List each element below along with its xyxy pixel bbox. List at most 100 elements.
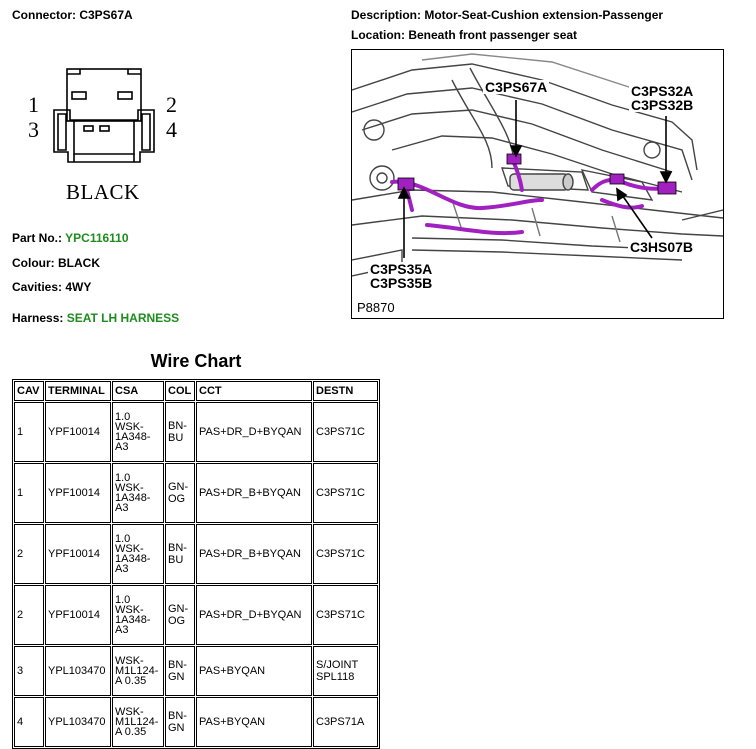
pin-number-3: 3	[28, 117, 39, 142]
cell-destn-line: SPL118	[316, 671, 355, 683]
cell-col-line: OG	[168, 615, 186, 627]
cell-cct: PAS+DR_B+BYQAN	[196, 524, 312, 584]
pin-number-4: 4	[166, 117, 177, 142]
colour-value: BLACK	[58, 256, 100, 270]
cell-cav: 1	[14, 463, 44, 523]
cell-destn: C3PS71A	[313, 697, 378, 747]
cell-cct: PAS+BYQAN	[196, 646, 312, 696]
cell-col: BN-GN	[165, 697, 195, 747]
cell-cct: PAS+DR_B+BYQAN	[196, 463, 312, 523]
connector-outline-icon	[53, 68, 155, 163]
cell-cct: PAS+BYQAN	[196, 697, 312, 747]
cell-destn-line: S/JOINT	[316, 659, 359, 671]
connector-description: Description: Motor-Seat-Cushion extensio…	[351, 8, 664, 22]
cell-destn-line: C3PS71C	[316, 426, 365, 438]
cell-cct: PAS+DR_D+BYQAN	[196, 585, 312, 645]
callout-c3ps32b: C3PS32B	[629, 97, 696, 113]
cavities-value: 4WY	[65, 280, 92, 294]
cell-terminal: YPL103470	[45, 697, 111, 747]
cell-csa-line: 1.0	[115, 472, 131, 484]
column-header-destn: DESTN	[313, 381, 378, 401]
cell-col: BN-BU	[165, 524, 195, 584]
cell-csa-line: A3	[115, 563, 129, 575]
cell-col-line: OG	[168, 493, 186, 505]
colour-row: Colour: BLACK	[12, 256, 100, 270]
column-header-csa: CSA	[112, 381, 164, 401]
cell-csa-line: 1A348-	[115, 492, 151, 504]
cell-cav: 2	[14, 585, 44, 645]
part-number-value[interactable]: YPC116110	[65, 231, 129, 245]
connector-location: Location: Beneath front passenger seat	[351, 28, 578, 42]
cell-cct: PAS+DR_D+BYQAN	[196, 402, 312, 462]
cell-csa-line: 1A348-	[115, 614, 151, 626]
cell-csa-line: WSK-	[115, 706, 144, 718]
cell-col: BN-BU	[165, 402, 195, 462]
cell-cav: 2	[14, 524, 44, 584]
part-number-label: Part No.:	[12, 231, 63, 245]
cell-csa-line: WSK-	[115, 543, 144, 555]
cell-terminal: YPF10014	[45, 402, 111, 462]
cell-terminal: YPF10014	[45, 463, 111, 523]
callout-c3ps35b: C3PS35B	[368, 275, 435, 291]
cell-col: GN-OG	[165, 585, 195, 645]
cell-csa-line: A3	[115, 441, 129, 453]
location-illustration: C3PS67A C3PS32A C3PS32B C3HS07B C3PS35A …	[351, 49, 724, 319]
callout-c3ps32a: C3PS32A	[629, 83, 696, 99]
callout-c3ps67a: C3PS67A	[483, 79, 550, 95]
cell-csa: WSK-M1L124-A 0.35	[112, 646, 164, 696]
cell-csa-line: A3	[115, 502, 129, 514]
colour-label: Colour:	[12, 256, 55, 270]
wire-chart-title: Wire Chart	[150, 351, 242, 371]
connector-name: Connector: C3PS67A	[12, 8, 133, 22]
cell-col-line: BN-	[168, 542, 187, 554]
cell-destn: C3PS71C	[313, 524, 378, 584]
connector-color-caption: BLACK	[66, 180, 140, 204]
seat-frame-drawing	[352, 53, 723, 277]
cell-csa: WSK-M1L124-A 0.35	[112, 697, 164, 747]
cell-cav: 3	[14, 646, 44, 696]
column-header-cav: CAV	[14, 381, 44, 401]
cavities-row: Cavities: 4WY	[12, 280, 91, 294]
cell-destn-line: C3PS71A	[316, 716, 365, 728]
cell-cav: 1	[14, 402, 44, 462]
cell-col-line: BN-	[168, 420, 187, 432]
cell-csa-line: WSK-	[115, 482, 144, 494]
cell-col-line: BU	[168, 432, 184, 444]
cell-csa-line: WSK-	[115, 604, 144, 616]
cell-destn: C3PS71C	[313, 402, 378, 462]
pin-number-2: 2	[166, 92, 177, 117]
cavities-label: Cavities:	[12, 280, 63, 294]
cell-csa-line: M1L124-	[115, 716, 159, 728]
cell-col-line: GN-	[168, 481, 189, 493]
cell-destn-line: C3PS71C	[316, 548, 365, 560]
cell-csa-line: 1.0	[115, 594, 131, 606]
cell-col-line: BN-	[168, 659, 187, 671]
cell-destn-line: C3PS71C	[316, 609, 365, 621]
cell-csa-line: 1A348-	[115, 553, 151, 565]
cell-csa-line: A3	[115, 624, 129, 636]
harness-value[interactable]: SEAT LH HARNESS	[66, 311, 180, 325]
column-header-cct: CCT	[196, 381, 312, 401]
cell-csa-line: 1.0	[115, 533, 131, 545]
cell-csa-line: WSK-	[115, 421, 144, 433]
cell-terminal: YPF10014	[45, 524, 111, 584]
cell-csa-line: WSK-	[115, 655, 144, 667]
cell-terminal: YPF10014	[45, 585, 111, 645]
harness-row: Harness: SEAT LH HARNESS	[12, 311, 179, 325]
callout-c3hs07b: C3HS07B	[628, 239, 696, 255]
cell-destn: C3PS71C	[313, 463, 378, 523]
harness-label: Harness:	[12, 311, 64, 325]
column-header-col: COL	[165, 381, 195, 401]
wire-chart-header-row: CAV TERMINAL CSA COL CCT DESTN	[14, 381, 378, 401]
